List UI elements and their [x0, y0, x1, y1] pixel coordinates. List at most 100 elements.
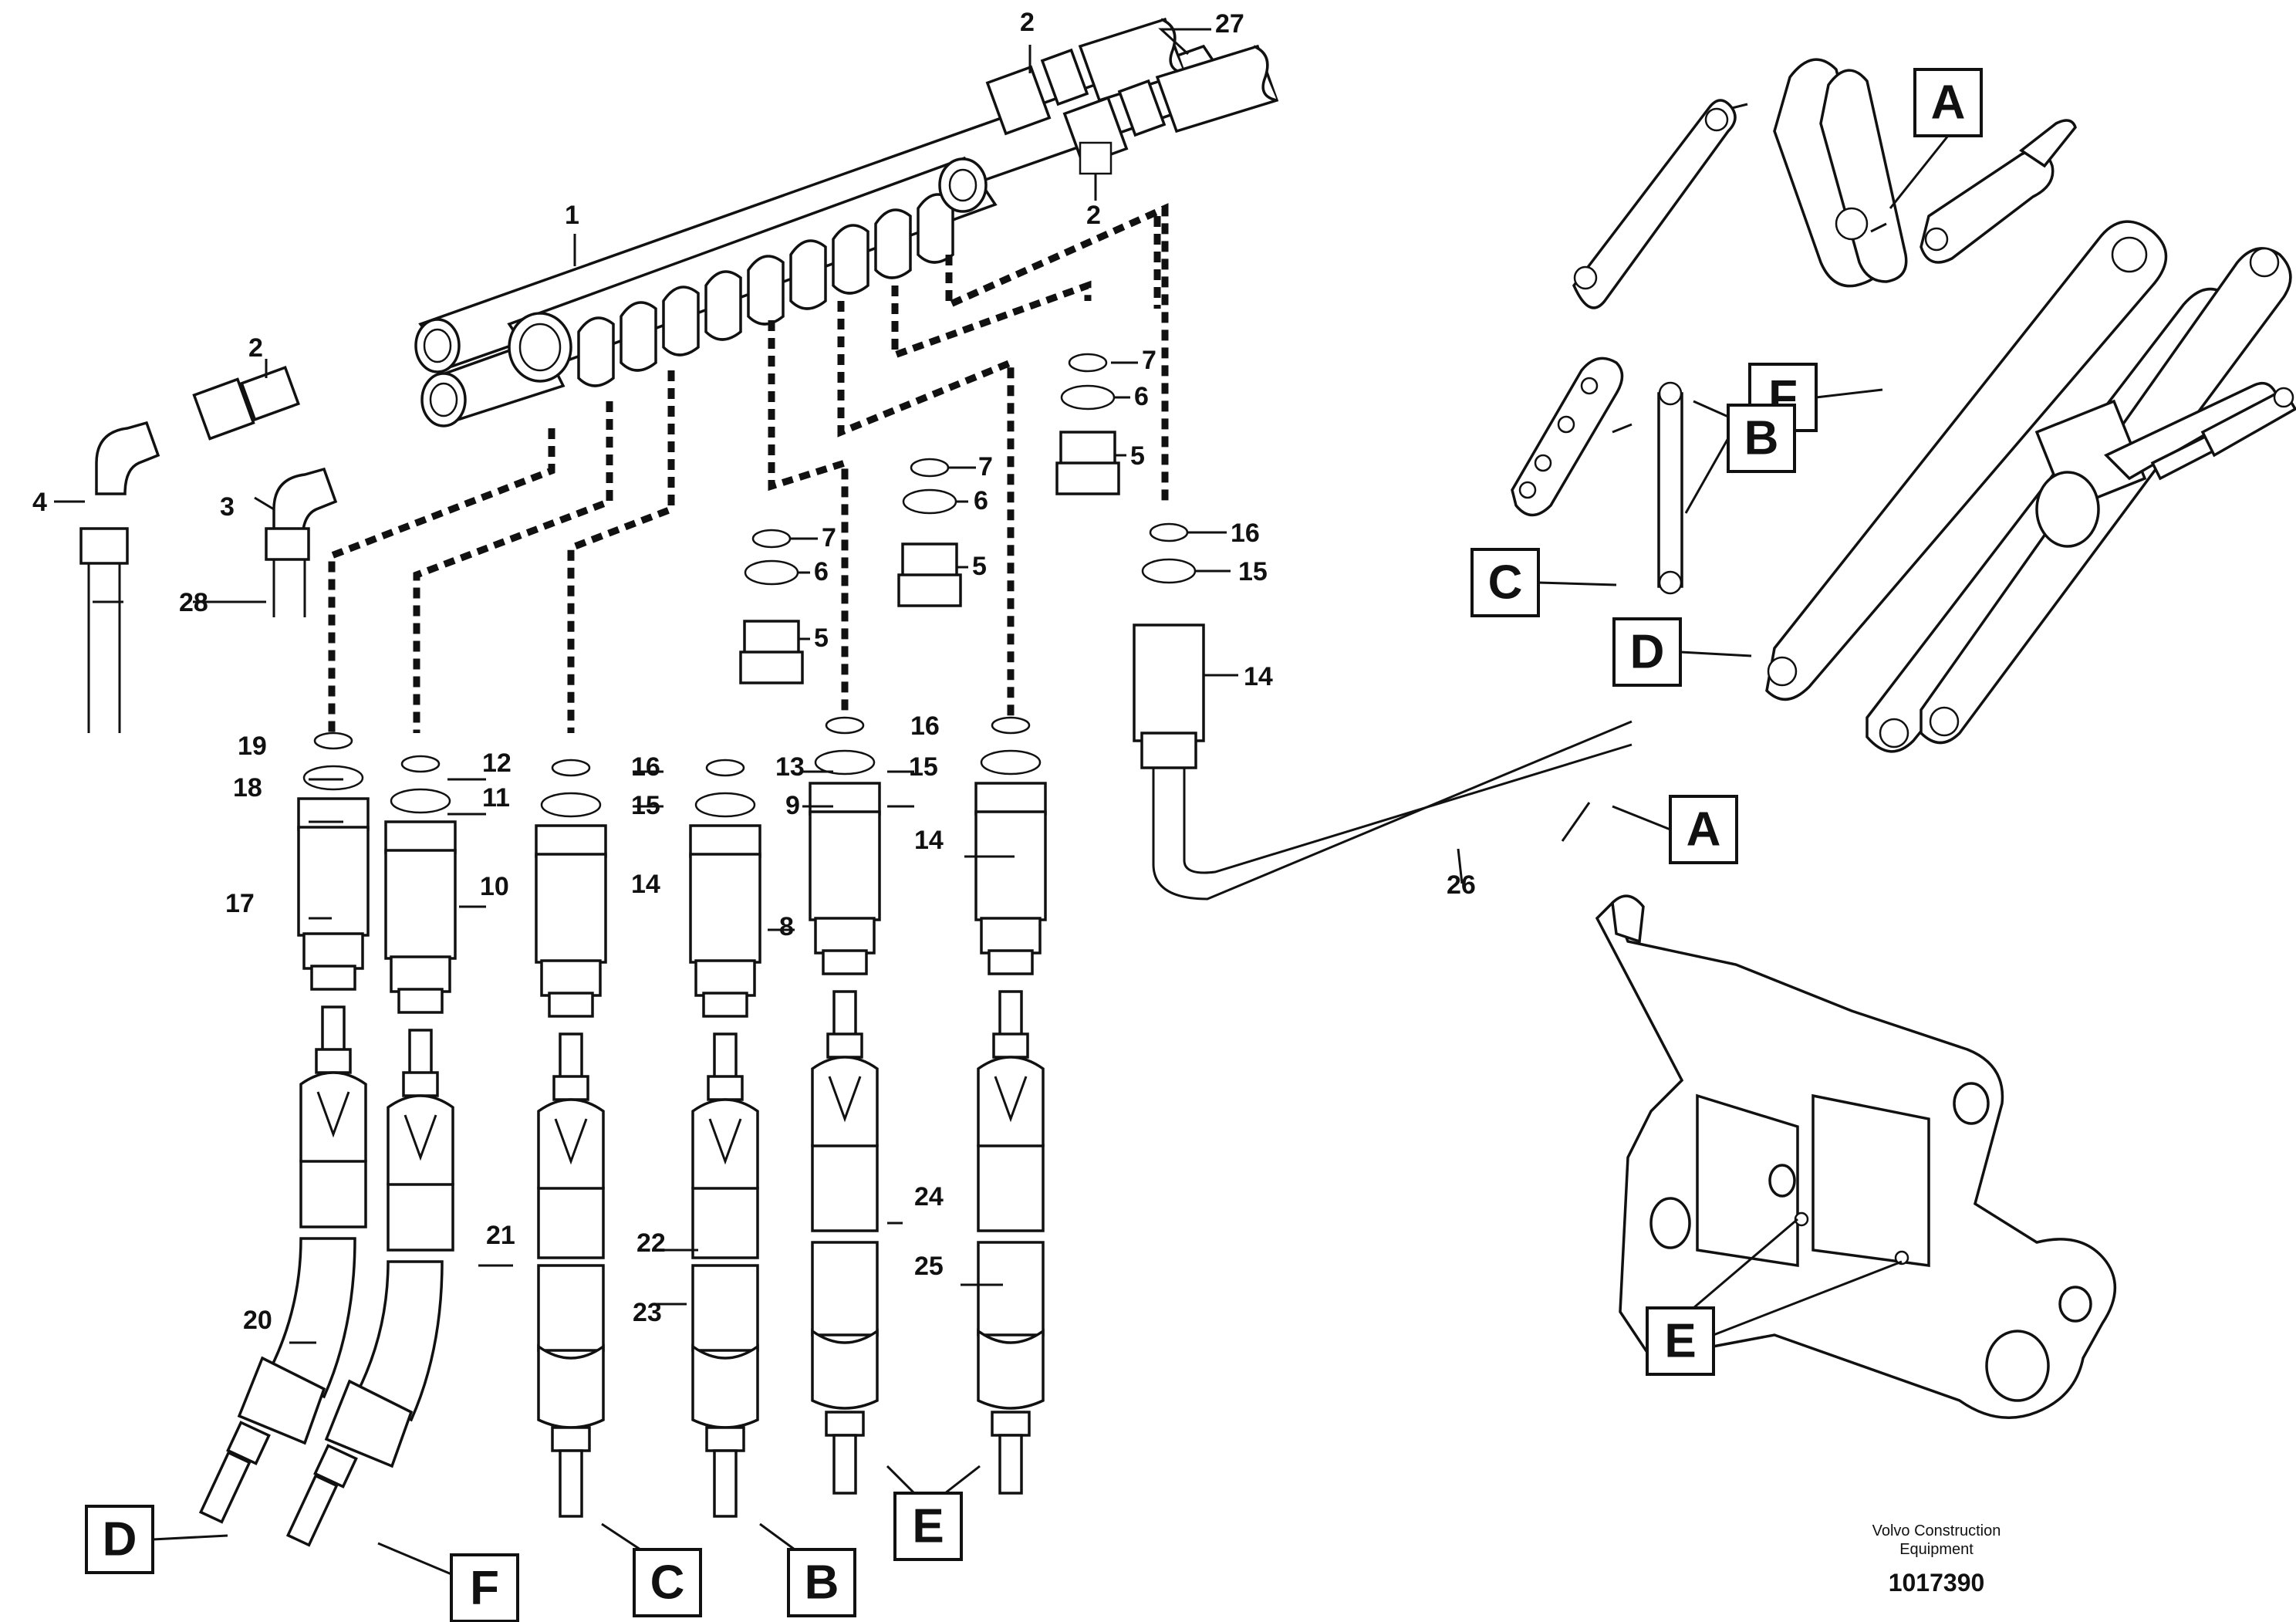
label-14-b: 14 [631, 870, 660, 899]
frame-bracket [1595, 894, 2116, 1420]
label-1: 1 [565, 201, 579, 230]
ref-label-e-bottom: E [912, 1500, 944, 1553]
hose-3-nipple [559, 1032, 583, 1082]
hose-1-ferrule-hex-bottom [226, 1421, 271, 1465]
hose-2-ferrule-hex-bottom [313, 1444, 358, 1489]
hose-5-ferrule-mark [828, 1076, 862, 1123]
label-19: 19 [238, 732, 267, 761]
label-7-a: 7 [1142, 346, 1156, 375]
hose-6-hose-lower [977, 1241, 1045, 1336]
hose-3-hose-lower [537, 1264, 605, 1352]
ref-box-d-bottom [85, 1505, 154, 1574]
label-6-a: 6 [1134, 382, 1149, 411]
hose-1-hose-bent [268, 1237, 356, 1399]
label-28: 28 [179, 588, 208, 617]
hose-1-ferrule-bottom [237, 1356, 326, 1445]
label-15-c: 15 [909, 752, 938, 782]
label-16-c: 16 [910, 711, 940, 741]
hose-1-oring-small [313, 732, 353, 750]
hose-3-ferrule-hex [552, 1075, 589, 1101]
hose-4-nipple [713, 1032, 738, 1082]
label-16-b: 16 [631, 752, 660, 782]
hose-4-coupling-nut [702, 992, 748, 1018]
label-22: 22 [636, 1228, 666, 1258]
hose-4-ferrule-hex [707, 1075, 744, 1101]
hose-4-ferrule-bottom [691, 1343, 759, 1429]
ref-label-c-bottom: C [650, 1556, 685, 1610]
label-27: 27 [1215, 9, 1244, 39]
hose-5-nipple-bottom [832, 1434, 857, 1495]
hose-5-coupling-body [809, 810, 881, 921]
hose-4-coupling-hex [694, 959, 756, 997]
hose-3-ferrule [537, 1098, 605, 1198]
hose-3-ferrule-bottom [537, 1343, 605, 1429]
loader-linkage [1511, 58, 2296, 753]
label-10: 10 [480, 872, 509, 901]
label-14-c: 14 [914, 826, 944, 855]
hose-4-hose-upper [691, 1187, 759, 1259]
label-25: 25 [914, 1252, 944, 1281]
brand-line-1: Volvo Construction [1872, 1522, 2001, 1539]
hose-2-coupling-top [384, 820, 457, 854]
ref-box-a-tube [1669, 795, 1738, 864]
ref-label-b-bottom: B [805, 1556, 839, 1610]
hose-2-nipple [408, 1029, 433, 1078]
hose-4-ferrule [691, 1098, 759, 1198]
label-7-b: 7 [978, 452, 993, 482]
ref-label-d-top: D [1630, 626, 1665, 679]
part-numbers: 1 2 27 2 2 4 3 28 7 6 5 7 6 5 7 6 5 16 1… [32, 8, 1476, 1335]
hose-3-ferrule-hex-bottom [551, 1426, 591, 1452]
hose-2-coupling-hex [390, 955, 451, 993]
seal-groups [739, 353, 1197, 684]
label-5-c: 5 [814, 623, 829, 653]
small-leaders [289, 770, 1015, 1344]
label-3: 3 [220, 492, 235, 522]
ref-box-d-top [1612, 617, 1682, 687]
hose-6-nipple [998, 990, 1023, 1039]
hose-1-ferrule-hex [315, 1048, 352, 1074]
label-9: 9 [785, 791, 800, 820]
hose-1-ferrule-mark [316, 1091, 350, 1138]
leader-lines [54, 28, 1464, 884]
label-26: 26 [1447, 870, 1476, 900]
hose-6-oring-small [991, 716, 1031, 735]
hose-6-nipple-bottom [998, 1434, 1023, 1495]
hose-1-hose-upper [299, 1160, 367, 1228]
upper-fittings [985, 17, 1279, 175]
hose-6-coupling-top [974, 782, 1047, 816]
label-11: 11 [482, 783, 510, 813]
hose-3-ferrule-mark [554, 1118, 588, 1165]
hose-columns [198, 716, 1047, 1547]
document-number: 1017390 [1889, 1569, 1985, 1597]
connection-lines [328, 203, 1169, 733]
hose-4-nipple-bottom [713, 1449, 738, 1518]
hose-3-nipple-bottom [559, 1449, 583, 1518]
hose-5-nipple [832, 990, 857, 1039]
hose-5-ferrule-hex [826, 1032, 863, 1059]
hose-1-coupling-hex [302, 932, 364, 970]
ref-box-b-top [1727, 404, 1796, 473]
hose-3-oring-large [540, 792, 602, 818]
ref-label-a-tube: A [1687, 803, 1721, 857]
label-2-top: 2 [1020, 8, 1035, 37]
ref-label-a-top: A [1931, 76, 1966, 130]
hose-2-ferrule-bottom [324, 1379, 414, 1468]
port-bumps [577, 193, 954, 387]
ref-label-d-bottom: D [103, 1513, 137, 1566]
hose-2-ferrule-hex [402, 1071, 439, 1097]
hose-6-ferrule-mark [994, 1076, 1028, 1123]
hose-4-oring-large [694, 792, 756, 818]
ref-label-e-bracket: E [1664, 1315, 1696, 1368]
label-2-right: 2 [1086, 201, 1101, 230]
label-23: 23 [633, 1298, 662, 1327]
hose-6-hose-upper [977, 1144, 1045, 1232]
label-6-b: 6 [974, 486, 988, 515]
tube-26 [1133, 623, 1633, 901]
hose-6-ferrule-bottom [977, 1328, 1045, 1410]
hose-6-ferrule-hex-bottom [991, 1411, 1031, 1437]
hose-4-hose-lower [691, 1264, 759, 1352]
label-6-c: 6 [814, 557, 829, 586]
ref-box-b-bottom [787, 1548, 856, 1617]
hose-2-ferrule-mark [403, 1114, 437, 1161]
label-24: 24 [914, 1182, 944, 1211]
